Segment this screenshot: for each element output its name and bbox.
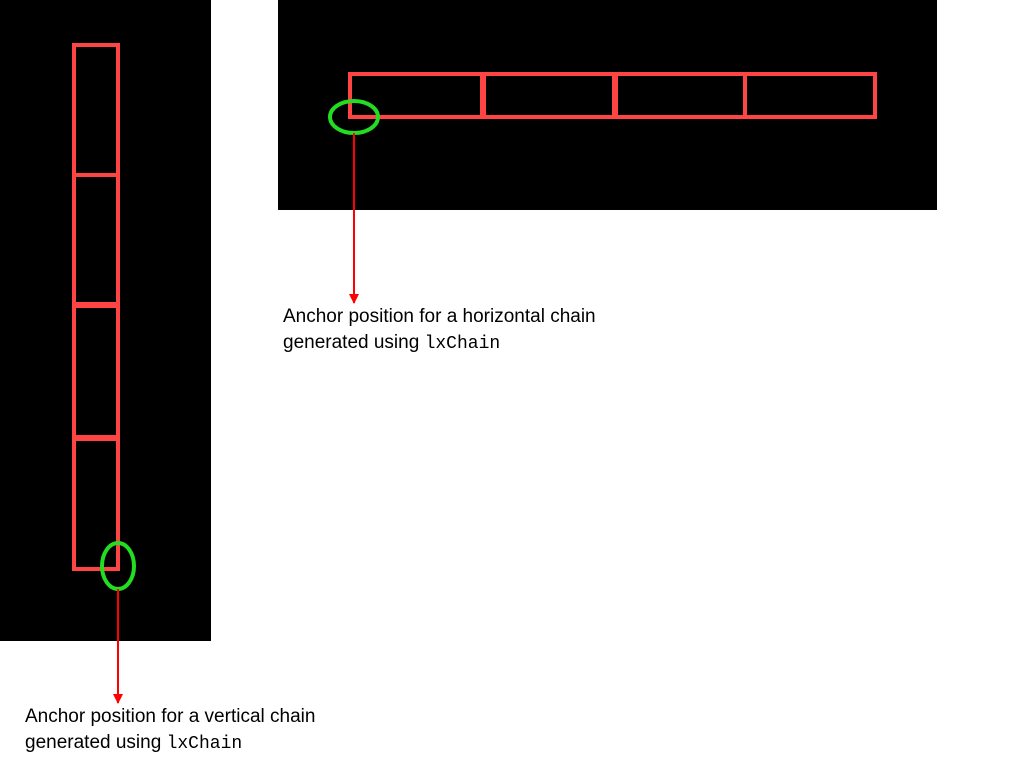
horizontal-chain-cell [743,72,877,119]
horizontal-caption-code: lxChain [424,334,501,354]
horizontal-chain-caption: Anchor position for a horizontal chain g… [283,304,596,357]
horizontal-caption-line2: generated using lxChain [283,330,596,357]
vertical-caption-code: lxChain [166,734,243,754]
vertical-chain-caption: Anchor position for a vertical chain gen… [25,704,315,757]
vertical-caption-line1: Anchor position for a vertical chain [25,706,316,727]
horizontal-caption-text: generated using [283,332,425,353]
horizontal-chain-panel [278,0,937,210]
vertical-caption-line2: generated using lxChain [25,730,315,757]
horizontal-caption-line1: Anchor position for a horizontal chain [283,306,596,327]
vertical-chain-panel [0,0,211,641]
vertical-caption-text: generated using [25,732,167,753]
